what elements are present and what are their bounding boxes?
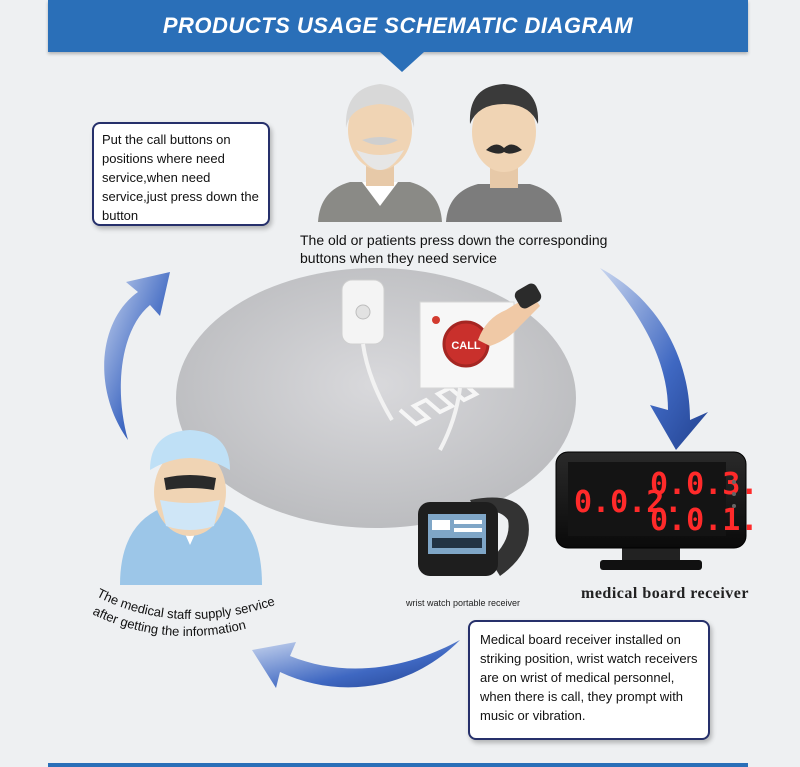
page-title: PRODUCTS USAGE SCHEMATIC DIAGRAM (162, 13, 634, 38)
board-digits-row2: 0.0.1. (650, 503, 758, 538)
wrist-watch-icon (418, 497, 529, 576)
board-digits-left: 0.0.2. (574, 485, 682, 520)
cycle-arrow-icon (252, 640, 460, 688)
patient-mustache-icon (446, 84, 562, 222)
instruction-note-receivers: Medical board receiver installed on stri… (468, 620, 710, 740)
pendant-call-button-icon (341, 279, 480, 427)
board-digits-row1: 0.0.3. (650, 467, 758, 502)
call-button-label: CALL (451, 340, 481, 352)
instruction-note-buttons: Put the call buttons on positions where … (92, 122, 270, 226)
cycle-arrow-icon (104, 272, 170, 440)
watch-caption: wrist watch portable receiver (406, 598, 521, 608)
call-button-icon: CALL (419, 283, 542, 451)
board-receiver-icon: 0.0.2. 0.0.3. 0.0.1. (555, 451, 758, 570)
cycle-arrow-icon (600, 268, 708, 450)
patient-elderly-icon (318, 84, 442, 222)
footer-rule (48, 763, 748, 767)
header-pointer (380, 52, 424, 72)
board-caption: medical board receiver (581, 585, 749, 602)
header-banner (48, 0, 748, 52)
medical-staff-icon (120, 430, 262, 585)
patients-caption: The old or patients press down the corre… (300, 232, 608, 266)
